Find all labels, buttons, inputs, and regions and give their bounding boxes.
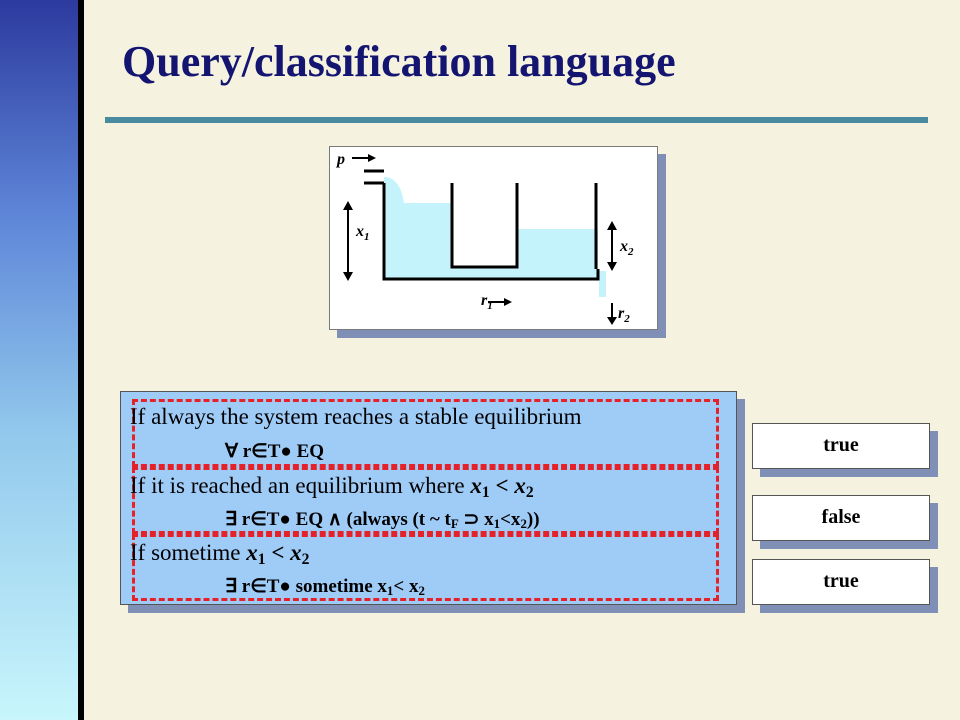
inner-well	[450, 183, 519, 269]
svg-text:r1: r1	[481, 292, 493, 312]
condition-3-text: If sometime x1 < x2	[130, 540, 310, 568]
condition-2-formula: ∃ r∈T● EQ ∧ (always (t ~ tF ⊃ x1<x2))	[225, 509, 540, 532]
tank-diagram: p x1 x2 r1 r2	[329, 146, 658, 330]
exists-symbol: ∃	[225, 576, 238, 597]
label-r2: r	[618, 305, 625, 322]
svg-text:x1: x1	[355, 223, 370, 243]
condition-3-formula: ∃ r∈T● sometime x1< x2	[225, 576, 425, 599]
condition-3-dashed-box	[132, 534, 719, 601]
sidebar-edge	[78, 0, 84, 720]
svg-text:x2: x2	[619, 238, 634, 258]
answer-1-box: true	[752, 423, 930, 469]
slide-title: Query/classification language	[122, 37, 676, 86]
condition-2-text: If it is reached an equilibrium where x1…	[130, 473, 534, 501]
exists-symbol: ∃	[225, 509, 238, 530]
label-r1: r	[481, 292, 488, 309]
label-p: p	[335, 151, 345, 168]
sidebar-gradient	[0, 0, 78, 720]
answer-2-box: false	[752, 495, 930, 541]
label-x2: x	[619, 238, 628, 255]
title-rule	[105, 117, 928, 123]
inflow-arrowhead	[368, 154, 376, 162]
water-fill	[384, 177, 606, 297]
tank-outline	[382, 183, 600, 281]
answer-3-box: true	[752, 559, 930, 605]
conditions-box: If always the system reaches a stable eq…	[120, 391, 737, 605]
forall-symbol: ∀	[225, 441, 238, 462]
label-x1: x	[355, 223, 364, 240]
condition-1-text: If always the system reaches a stable eq…	[130, 404, 582, 429]
condition-1-dashed-box	[132, 399, 719, 467]
condition-1-formula: ∀ r∈T● EQ	[225, 441, 325, 462]
condition-2-dashed-box	[132, 467, 719, 534]
svg-text:r2: r2	[618, 305, 630, 325]
tank-diagram-svg: p x1 x2 r1 r2	[335, 151, 634, 325]
